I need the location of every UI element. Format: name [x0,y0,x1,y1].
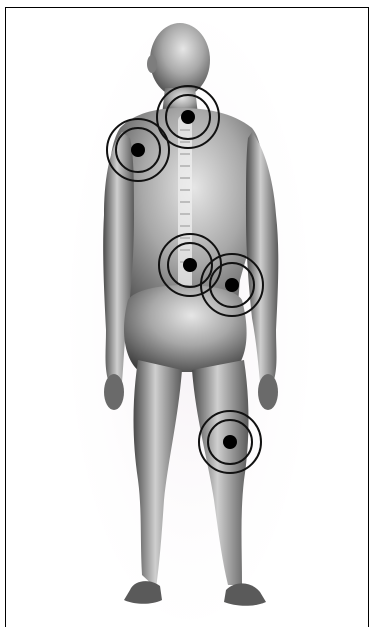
right-foot [224,583,266,605]
pain-marker-left-shoulder [107,119,169,181]
right-hand [258,374,278,410]
left-hand [104,374,124,410]
pain-marker-lower-back-left [159,234,221,296]
pain-marker-lower-back-right [201,254,263,316]
pain-marker-right-knee [199,411,261,473]
left-foot [124,581,162,604]
hips [124,285,247,372]
